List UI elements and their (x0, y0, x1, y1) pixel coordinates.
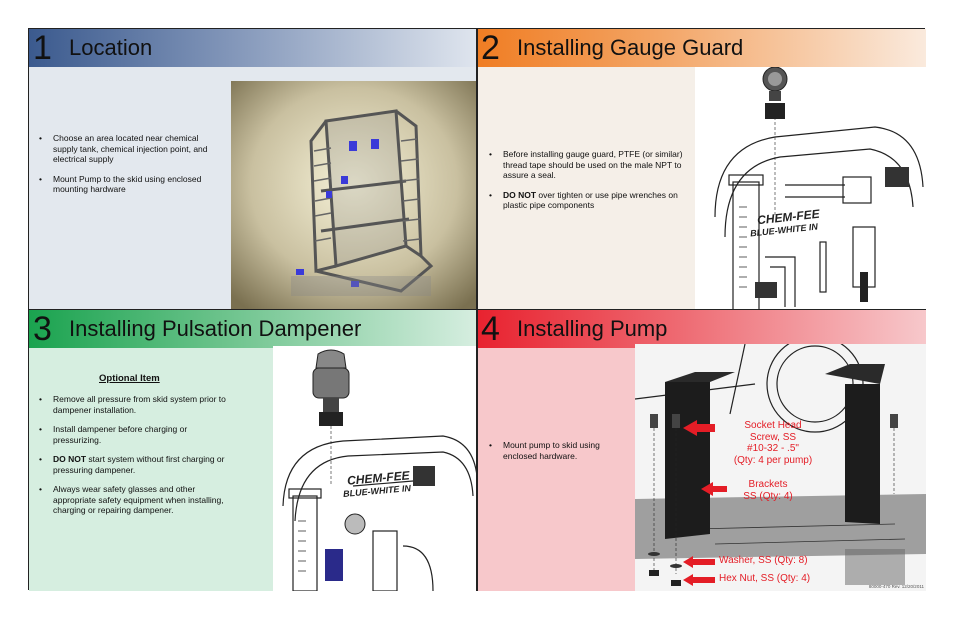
warning-emphasis: DO NOT (53, 454, 87, 464)
dampener-drawing: CHEM-FEE BLUE-WHITE IN (273, 346, 477, 591)
section-title: Location (69, 35, 153, 60)
gauge-guard-drawing: CHEM-FEE BLUE-WHITE IN (695, 67, 926, 310)
list-item: Mount Pump to the skid using enclosed mo… (39, 174, 224, 195)
pump-instructions: Mount pump to skid using enclosed hardwa… (489, 440, 629, 470)
brackets-callout: Brackets SS (Qty: 4) (743, 479, 793, 502)
section-header: 3 Installing Pulsation Dampener (29, 310, 477, 348)
list-item: Mount pump to skid using enclosed hardwa… (489, 440, 629, 461)
section-title: Installing Pump (517, 316, 668, 341)
section-gauge-guard: 2 Installing Gauge Guard Before installi… (477, 29, 926, 310)
optional-item-heading: Optional Item (99, 373, 160, 384)
panel-divider (476, 29, 478, 591)
warning-emphasis: DO NOT (503, 189, 537, 200)
list-item: Before installing gauge guard, PTFE (or … (489, 149, 685, 181)
instruction-sheet: 1 Location Choose an area located near c… (28, 28, 926, 591)
section-number: 4 (481, 310, 500, 348)
dampener-instructions: Remove all pressure from skid system pri… (39, 394, 229, 525)
skid-render-image (231, 81, 477, 309)
revision-label: 80000-470 Rev. 12/20/2011 (868, 584, 924, 589)
list-item: Choose an area located near chemical sup… (39, 133, 224, 165)
section-number: 3 (33, 310, 52, 348)
washer-callout: Washer, SS (Qty: 8) (719, 555, 808, 566)
section-header: 2 Installing Gauge Guard (477, 29, 926, 67)
panel-divider (29, 309, 926, 310)
location-instructions: Choose an area located near chemical sup… (39, 133, 224, 204)
section-header: 4 Installing Pump (477, 310, 926, 348)
pump-mounting-drawing: Socket Head Screw, SS #10-32 - .5" (Qty:… (635, 344, 926, 591)
list-item: DO NOT over tighten or use pipe wrenches… (489, 190, 685, 211)
section-header: 1 Location (29, 29, 477, 67)
socket-screw-callout: Socket Head Screw, SS #10-32 - .5" (Qty:… (733, 420, 813, 466)
list-item: DO NOT start system without first chargi… (39, 454, 229, 475)
section-pulsation-dampener: 3 Installing Pulsation Dampener Optional… (29, 310, 477, 591)
hex-nut-callout: Hex Nut, SS (Qty: 4) (719, 573, 811, 584)
section-location: 1 Location Choose an area located near c… (29, 29, 477, 310)
list-item: Install dampener before charging or pres… (39, 424, 229, 445)
section-number: 1 (33, 29, 52, 67)
section-title: Installing Pulsation Dampener (69, 316, 362, 341)
list-item: Always wear safety glasses and other app… (39, 484, 229, 516)
list-item: Remove all pressure from skid system pri… (39, 394, 229, 415)
section-number: 2 (481, 29, 500, 67)
section-title: Installing Gauge Guard (517, 35, 744, 60)
section-installing-pump: 4 Installing Pump Mount pump to skid usi… (477, 310, 926, 591)
gauge-guard-instructions: Before installing gauge guard, PTFE (or … (489, 149, 685, 220)
